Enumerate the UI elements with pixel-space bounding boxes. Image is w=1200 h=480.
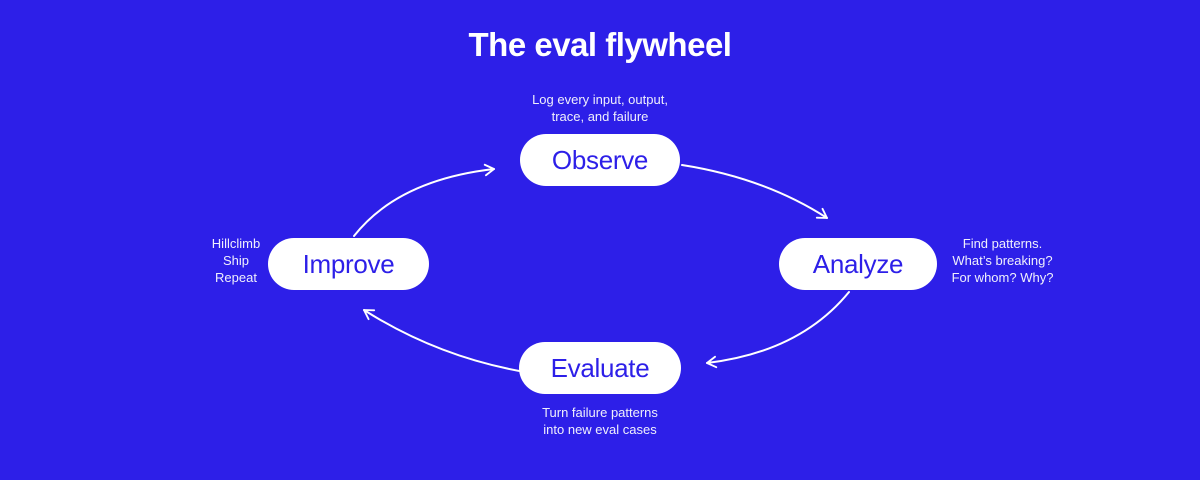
- node-improve-label: Improve: [302, 248, 395, 279]
- annotation-observe: Log every input, output, trace, and fail…: [532, 92, 668, 124]
- annotation-evaluate: Turn failure patterns into new eval case…: [542, 405, 658, 437]
- annotation-analyze: Find patterns. What’s breaking? For whom…: [951, 236, 1054, 285]
- node-analyze: Analyze: [779, 238, 937, 290]
- arrow-evaluate-to-improve: [363, 309, 526, 373]
- node-evaluate: Evaluate: [519, 342, 681, 394]
- node-evaluate-label: Evaluate: [550, 352, 650, 383]
- node-improve: Improve: [268, 238, 429, 290]
- node-observe: Observe: [520, 134, 680, 186]
- node-analyze-label: Analyze: [812, 248, 904, 279]
- arrow-observe-to-analyze: [681, 164, 828, 219]
- diagram-title: The eval flywheel: [468, 26, 732, 63]
- arrow-improve-to-observe: [353, 163, 495, 237]
- arrow-analyze-to-evaluate: [706, 291, 850, 369]
- annotation-improve: Hillclimb Ship Repeat: [211, 236, 261, 285]
- node-observe-label: Observe: [551, 144, 649, 175]
